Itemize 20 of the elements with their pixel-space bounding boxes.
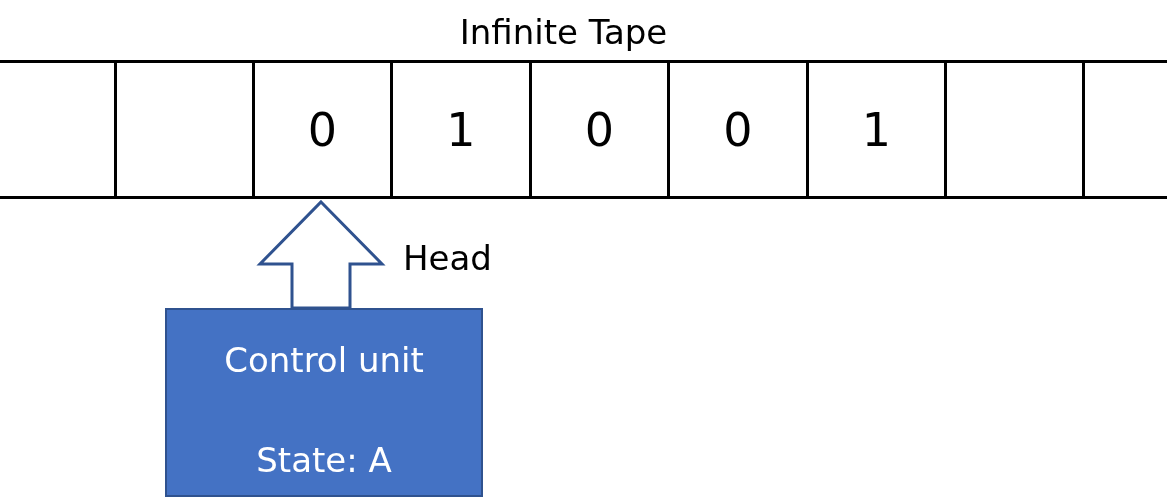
tape-cell — [390, 60, 529, 199]
tape-cell — [667, 60, 806, 199]
tape-cell — [529, 60, 667, 199]
tape-cell — [806, 60, 944, 199]
tape-cell — [1082, 60, 1167, 199]
edge-label: Head — [403, 238, 492, 278]
tape-cell — [0, 60, 114, 199]
tape-symbol: 1 — [446, 106, 476, 153]
tape-symbol: 0 — [584, 106, 615, 153]
control-unit-box — [165, 308, 483, 497]
unit-text: State: A — [255, 440, 393, 480]
tape-symbol: 0 — [723, 106, 753, 153]
tape-cell — [252, 60, 390, 199]
tape-symbol: 1 — [861, 106, 892, 153]
tape-title: Infinite Tape — [458, 12, 669, 52]
tape-cell — [944, 60, 1082, 199]
tape-symbol: 0 — [307, 106, 338, 153]
unit-text: Control unit — [223, 340, 425, 380]
tape-cell — [114, 60, 252, 199]
block-arrow — [256, 199, 386, 310]
